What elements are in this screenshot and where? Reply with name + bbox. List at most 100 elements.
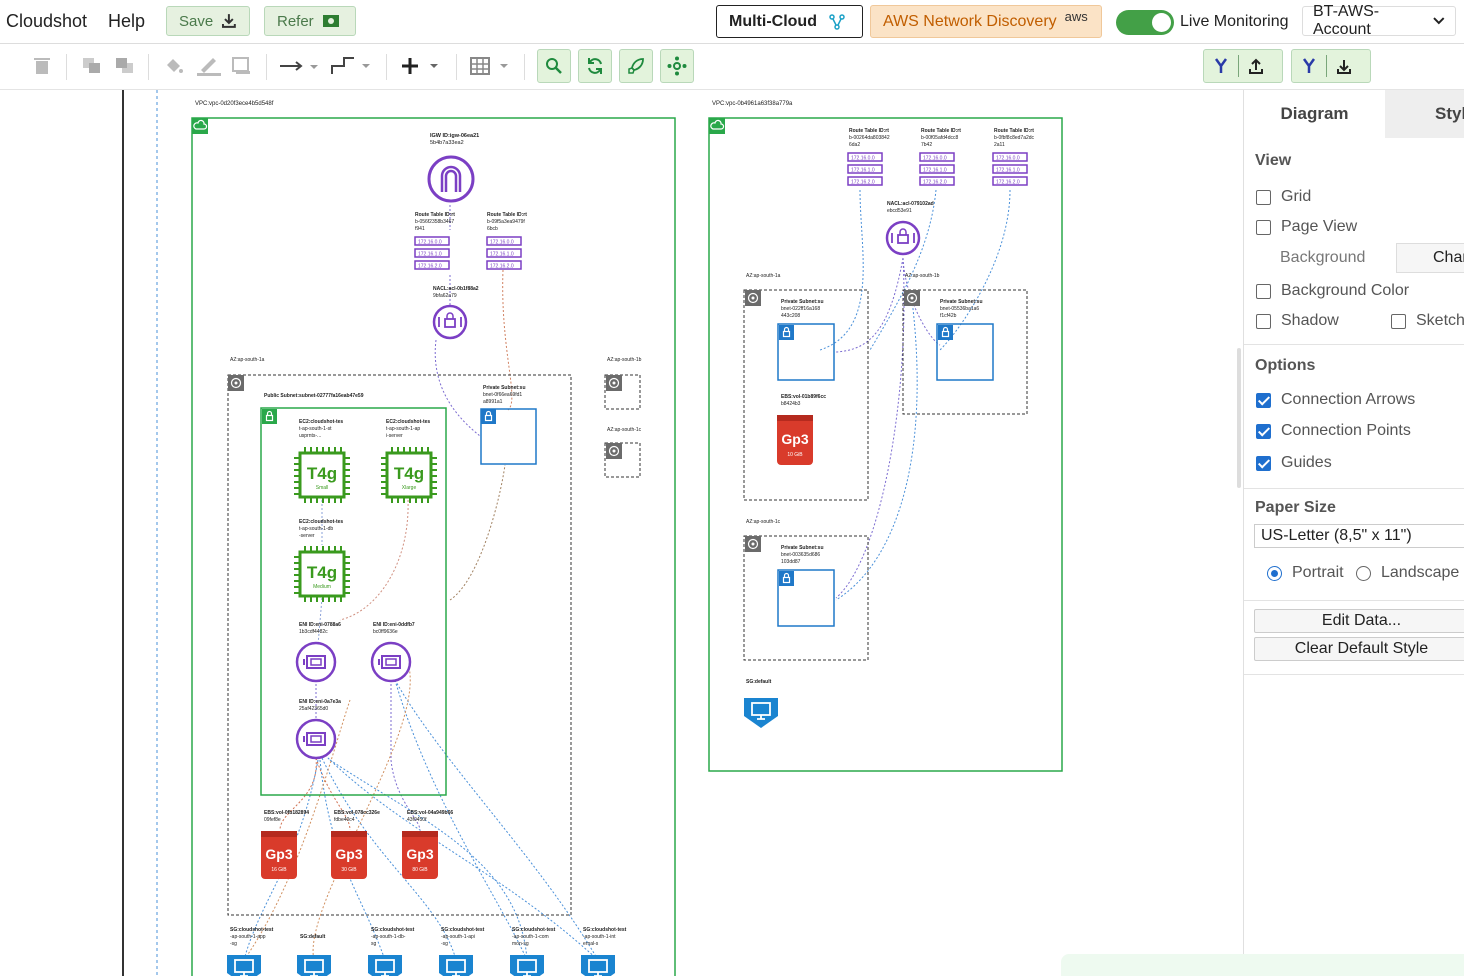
lock-icon bbox=[778, 324, 795, 341]
shadow-icon[interactable] bbox=[230, 52, 254, 80]
route-table-icon[interactable]: 172.16.0.0 172.16.1.0 172.16.2.0 bbox=[992, 152, 1028, 186]
sg-default-label: SG:default bbox=[746, 679, 772, 685]
menu-app[interactable]: Cloudshot bbox=[6, 11, 88, 31]
paper-size-select[interactable]: US-Letter (8,5" x 11") bbox=[1254, 524, 1464, 548]
security-group-icon[interactable] bbox=[226, 954, 262, 976]
portrait-radio[interactable]: Portrait bbox=[1267, 564, 1344, 582]
save-button[interactable]: Save bbox=[166, 6, 250, 36]
svg-text:172.16.0.0: 172.16.0.0 bbox=[996, 156, 1020, 162]
table-icon[interactable] bbox=[470, 52, 512, 80]
az2c-container[interactable] bbox=[743, 535, 869, 661]
az1c-container[interactable] bbox=[604, 442, 641, 478]
launch-button[interactable] bbox=[619, 49, 653, 83]
change-background-button[interactable]: Char bbox=[1396, 243, 1464, 273]
page-view-checkbox[interactable]: Page View bbox=[1256, 218, 1357, 236]
shadow-checkbox[interactable]: Shadow bbox=[1256, 312, 1339, 330]
aws-discovery-label: AWS Network Discovery bbox=[883, 12, 1057, 30]
refresh-button[interactable] bbox=[578, 49, 612, 83]
background-color-checkbox[interactable]: Background Color bbox=[1256, 282, 1409, 300]
line-color-icon[interactable] bbox=[196, 52, 222, 80]
private-subnet-container[interactable] bbox=[777, 569, 835, 627]
account-select[interactable]: BT-AWS-Account bbox=[1302, 3, 1456, 38]
ebs-volume-icon[interactable]: Gp3 80 GiB bbox=[402, 831, 438, 879]
auto-layout-button[interactable] bbox=[660, 49, 694, 83]
ec2a-label: EC2:cloudshot-tes bbox=[299, 419, 343, 425]
panel-tabs: Diagram Styl bbox=[1244, 90, 1464, 138]
vpc2-container[interactable] bbox=[708, 117, 1063, 772]
route-table-icon[interactable]: 172.16.0.0 172.16.1.0 172.16.2.0 bbox=[847, 152, 883, 186]
private-subnet-container[interactable] bbox=[777, 323, 835, 381]
nacl-icon[interactable] bbox=[885, 220, 921, 256]
branch-icon[interactable] bbox=[1204, 58, 1238, 74]
format-panel: Diagram Styl View Grid Page View Backgro… bbox=[1061, 90, 1464, 976]
svg-text:172.16.1.0: 172.16.1.0 bbox=[851, 168, 875, 174]
delete-icon[interactable] bbox=[30, 52, 54, 80]
internet-gateway-icon[interactable] bbox=[427, 155, 475, 203]
network-interface-icon[interactable] bbox=[295, 718, 337, 760]
ec2-instance-chip-icon[interactable]: T4g Small bbox=[292, 445, 352, 505]
security-group-icon[interactable] bbox=[509, 954, 545, 976]
connection-style-icon[interactable] bbox=[280, 52, 320, 80]
private-subnet-container[interactable] bbox=[936, 323, 994, 381]
connection-points-checkbox[interactable]: Connection Points bbox=[1256, 422, 1411, 440]
sketch-checkbox[interactable]: Sketch bbox=[1391, 312, 1464, 330]
ebs-volume-icon[interactable]: Gp3 10 GiB bbox=[777, 415, 813, 465]
nacl1-label-2: 9bfa62a79 bbox=[433, 293, 457, 299]
route-table-icon[interactable]: 172.16.0.0 172.16.1.0 172.16.2.0 bbox=[919, 152, 955, 186]
security-group-icon[interactable] bbox=[367, 954, 403, 976]
security-group-icon[interactable] bbox=[296, 954, 332, 976]
vpc1-container[interactable] bbox=[191, 117, 676, 976]
network-interface-icon[interactable] bbox=[370, 641, 412, 683]
search-button[interactable] bbox=[537, 49, 571, 83]
aws-network-discovery-button[interactable]: AWS Network Discovery aws bbox=[870, 5, 1102, 38]
panel-resize-handle[interactable] bbox=[1237, 348, 1241, 488]
public-subnet-label: Public Subnet:subnet-02777fa16eab47e59 bbox=[264, 393, 364, 399]
upload-icon[interactable] bbox=[1239, 58, 1273, 74]
tab-diagram[interactable]: Diagram bbox=[1244, 90, 1385, 138]
az2a-container[interactable] bbox=[743, 289, 869, 501]
fill-color-icon[interactable] bbox=[162, 52, 186, 80]
az1a-container[interactable] bbox=[227, 374, 572, 916]
az2b-container[interactable] bbox=[902, 289, 1028, 415]
download-icon[interactable] bbox=[1327, 58, 1361, 74]
svg-text:10 GiB: 10 GiB bbox=[787, 452, 803, 458]
live-monitoring-toggle[interactable] bbox=[1116, 10, 1174, 35]
edit-data-button[interactable]: Edit Data... bbox=[1254, 609, 1464, 633]
guides-checkbox[interactable]: Guides bbox=[1256, 454, 1332, 472]
branch-icon[interactable] bbox=[1292, 58, 1326, 74]
clear-default-style-button[interactable]: Clear Default Style bbox=[1254, 637, 1464, 661]
network-interface-icon[interactable] bbox=[295, 641, 337, 683]
to-back-icon[interactable] bbox=[113, 52, 137, 80]
ebs1-label: EBS:vol-0fb182894 bbox=[264, 810, 309, 816]
security-group-icon[interactable] bbox=[743, 697, 779, 729]
route-table-icon[interactable]: 172.16.0.0 172.16.1.0 172.16.2.0 bbox=[486, 236, 522, 270]
svg-text:172.16.2.0: 172.16.2.0 bbox=[996, 180, 1020, 186]
ec2-instance-chip-icon[interactable]: T4g Medium bbox=[292, 544, 352, 604]
az1b-container[interactable] bbox=[604, 374, 641, 410]
insert-icon[interactable] bbox=[400, 52, 442, 80]
grid-checkbox[interactable]: Grid bbox=[1256, 188, 1311, 206]
ec2-instance-chip-icon[interactable]: T4g Xlarge bbox=[379, 445, 439, 505]
security-group-icon[interactable] bbox=[438, 954, 474, 976]
sg3-label-2: -ap-south-1-db- bbox=[371, 934, 406, 940]
svg-text:T4g: T4g bbox=[307, 563, 337, 582]
tab-style[interactable]: Styl bbox=[1385, 90, 1464, 138]
security-group-icon[interactable] bbox=[580, 954, 616, 976]
connection-arrows-checkbox[interactable]: Connection Arrows bbox=[1256, 391, 1415, 409]
landscape-label: Landscape bbox=[1381, 564, 1460, 581]
ebs-volume-icon[interactable]: Gp3 16 GiB bbox=[261, 831, 297, 879]
refer-button[interactable]: Refer bbox=[264, 6, 356, 36]
svg-text:172.16.1.0: 172.16.1.0 bbox=[923, 168, 947, 174]
to-front-icon[interactable] bbox=[80, 52, 104, 80]
diagram-canvas[interactable]: VPC:vpc-0d20f3ece4b5d548f IGW ID:igw-06e… bbox=[0, 90, 1243, 976]
public-subnet-container[interactable] bbox=[260, 407, 447, 796]
ebs-volume-icon[interactable]: Gp3 30 GiB bbox=[331, 831, 367, 879]
waypoint-style-icon[interactable] bbox=[330, 52, 372, 80]
multi-cloud-button[interactable]: Multi-Cloud bbox=[716, 5, 863, 38]
nacl-icon[interactable] bbox=[432, 304, 468, 340]
private-subnet-container[interactable] bbox=[480, 408, 537, 465]
background-label: Background bbox=[1280, 249, 1366, 266]
route-table-icon[interactable]: 172.16.0.0 172.16.1.0 172.16.2.0 bbox=[414, 236, 450, 270]
menu-help[interactable]: Help bbox=[108, 11, 146, 31]
landscape-radio[interactable]: Landscape bbox=[1356, 564, 1459, 582]
